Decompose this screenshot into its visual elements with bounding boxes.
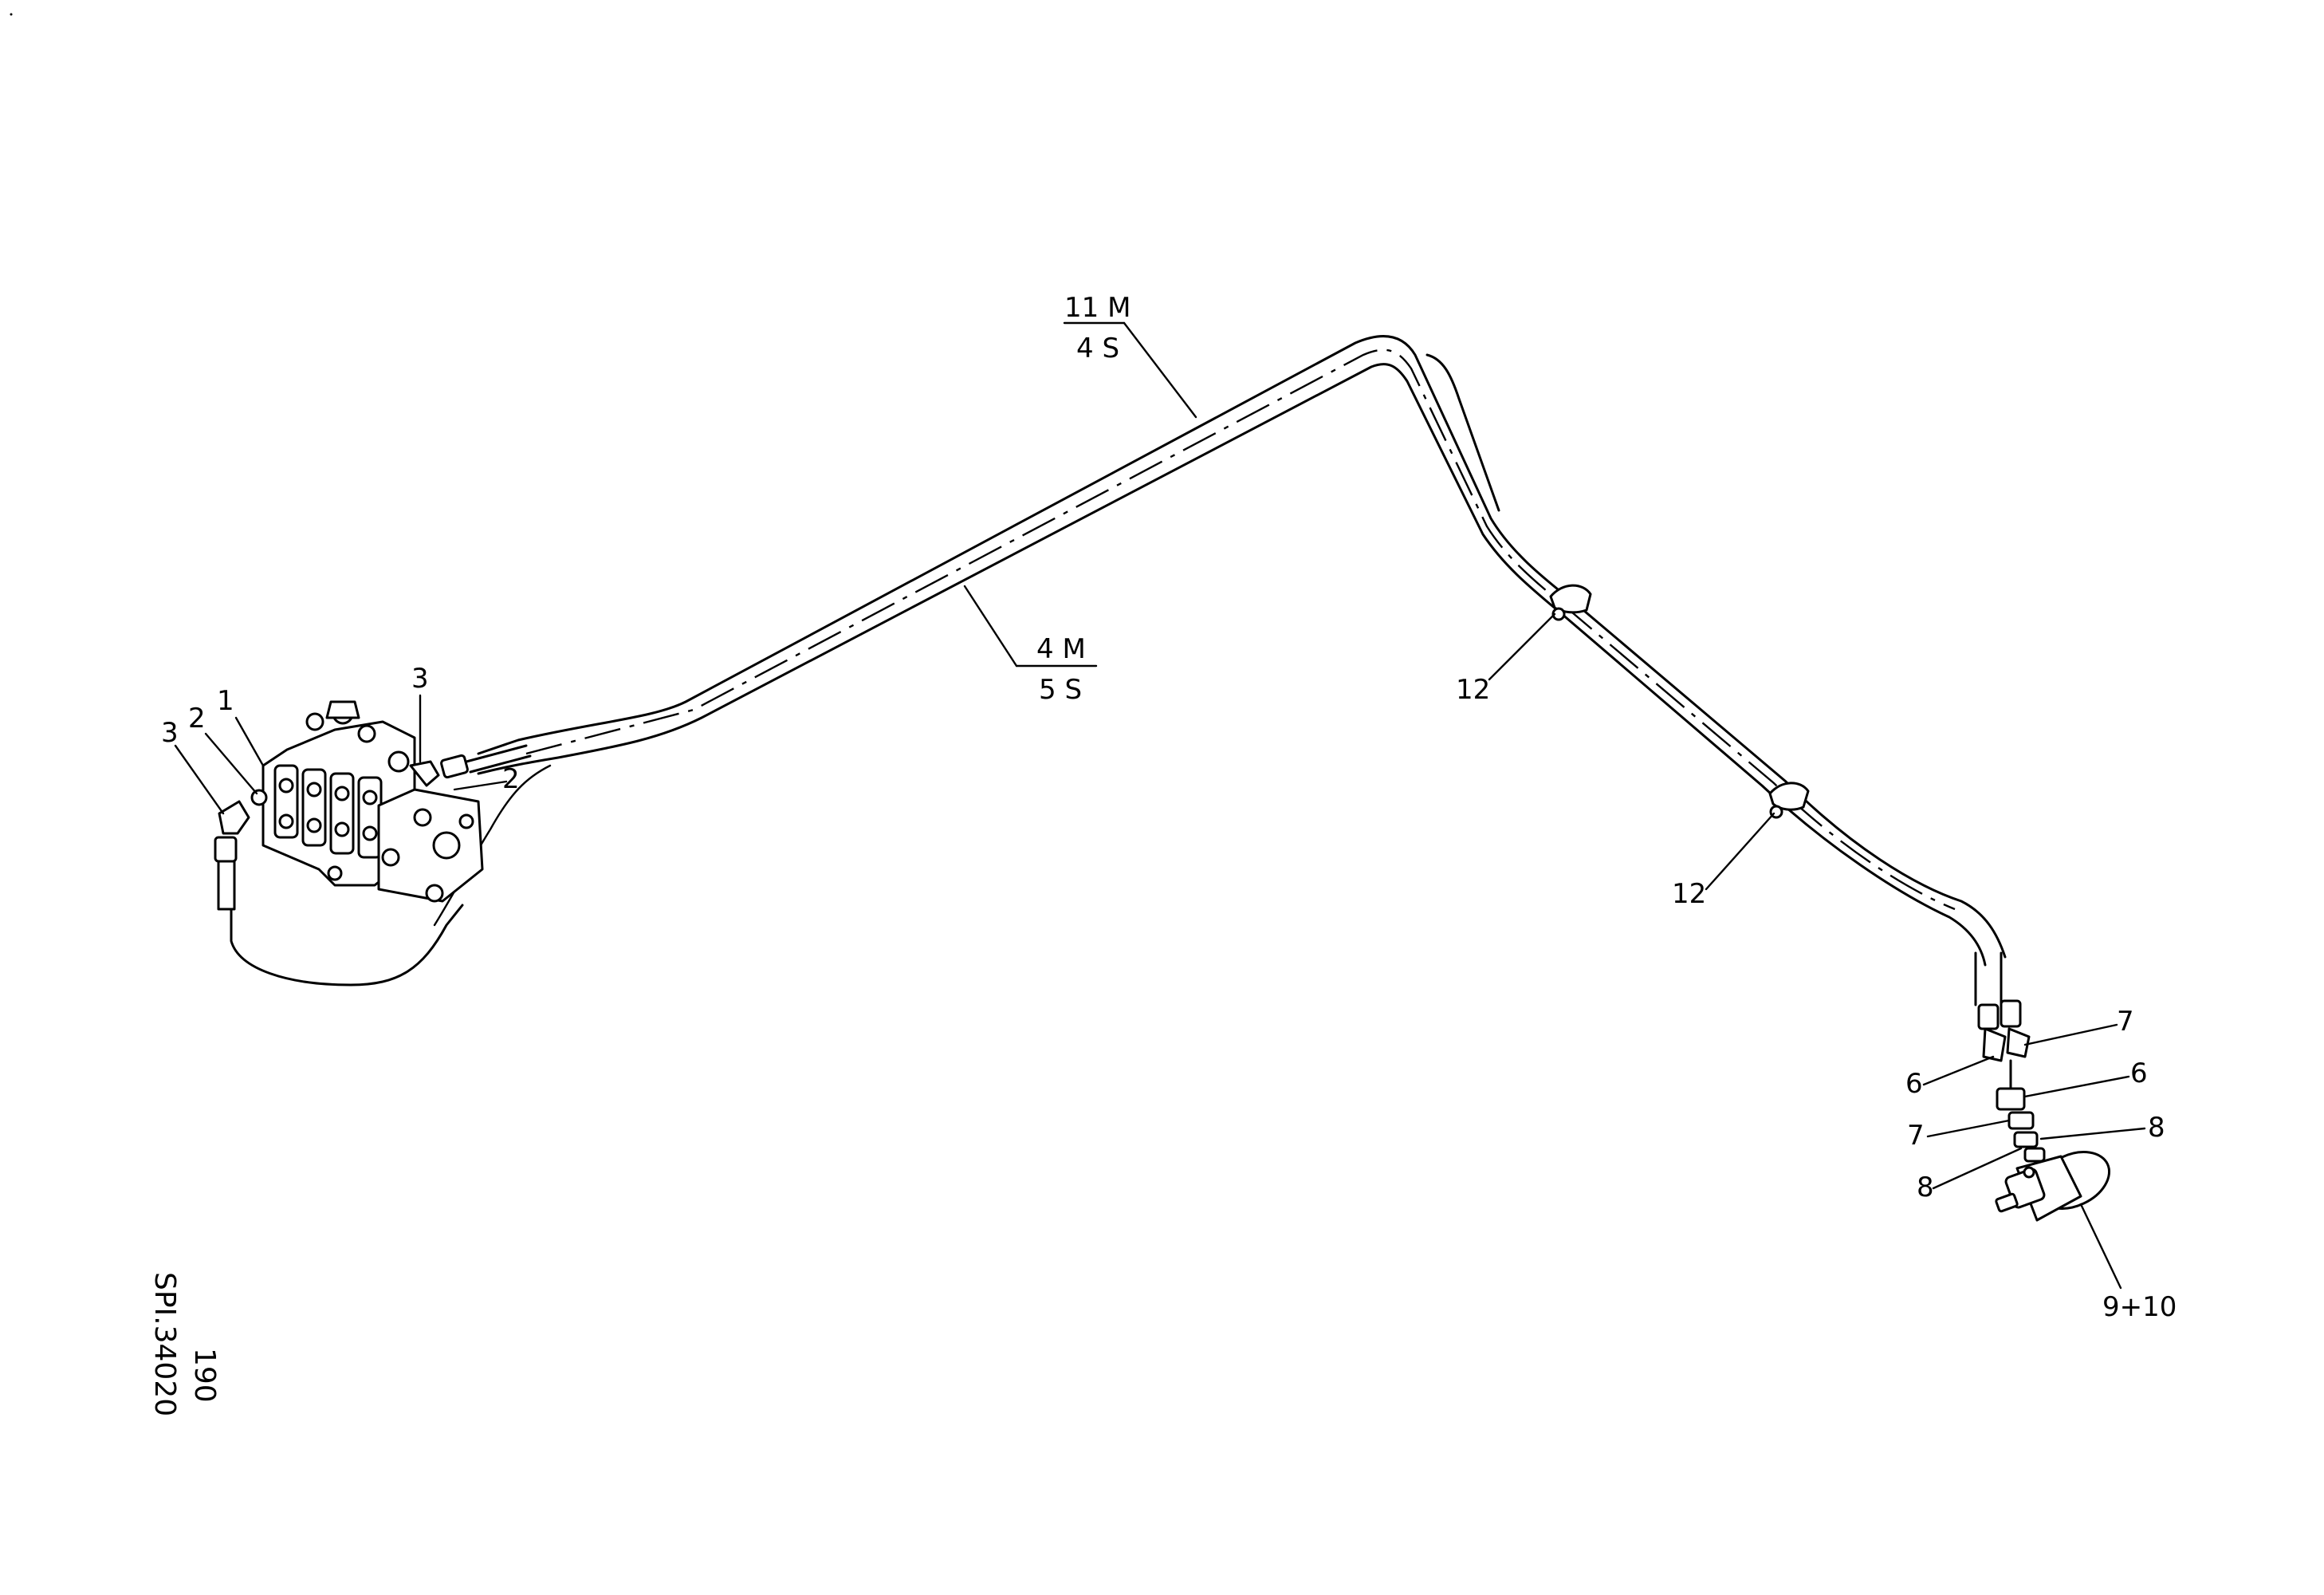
callout-7-mid: 7	[1907, 1120, 1925, 1152]
clamp-lower	[1768, 782, 1810, 819]
callout-4M: 4 M	[1036, 633, 1086, 665]
callout-12-upper: 12	[1456, 674, 1490, 706]
callout-3-top: 3	[411, 663, 429, 695]
callout-8-right: 8	[2148, 1112, 2165, 1144]
top-elbow-fitting	[409, 744, 532, 787]
callout-1: 1	[217, 685, 234, 717]
valve-block	[261, 700, 484, 903]
hose-ends-right	[1974, 951, 2046, 1163]
callout-6-upper: 6	[1905, 1068, 1923, 1100]
hose-route	[230, 335, 2007, 987]
callout-5S: 5 S	[1039, 674, 1082, 706]
callout-7-upper: 7	[2117, 1006, 2134, 1038]
callout-6-mid: 6	[2130, 1057, 2148, 1089]
callout-12-lower: 12	[1672, 878, 1706, 910]
callout-4S: 4 S	[1076, 333, 1119, 364]
callout-labels: 1 2 3 3 2 11 M 4 S 4 M 5 S 12 12 7 6 6 7…	[161, 292, 2177, 1323]
callout-8-left: 8	[1917, 1172, 1934, 1203]
callout-2-left: 2	[188, 703, 206, 734]
corner-mark	[10, 13, 13, 16]
drawing-number: SPI.34020	[148, 1272, 181, 1416]
side-text: SPI.34020 190	[148, 1272, 221, 1416]
callout-11M: 11 M	[1064, 292, 1131, 324]
callout-9-10: 9+10	[2102, 1291, 2177, 1323]
left-elbow-fitting	[214, 789, 268, 911]
callout-3-left: 3	[161, 717, 179, 749]
leader-lines	[174, 321, 2146, 1290]
hydraulic-motor	[1995, 1151, 2111, 1222]
clamp-upper	[1549, 584, 1592, 621]
page-number: 190	[188, 1348, 221, 1403]
callout-2-right: 2	[502, 763, 520, 795]
